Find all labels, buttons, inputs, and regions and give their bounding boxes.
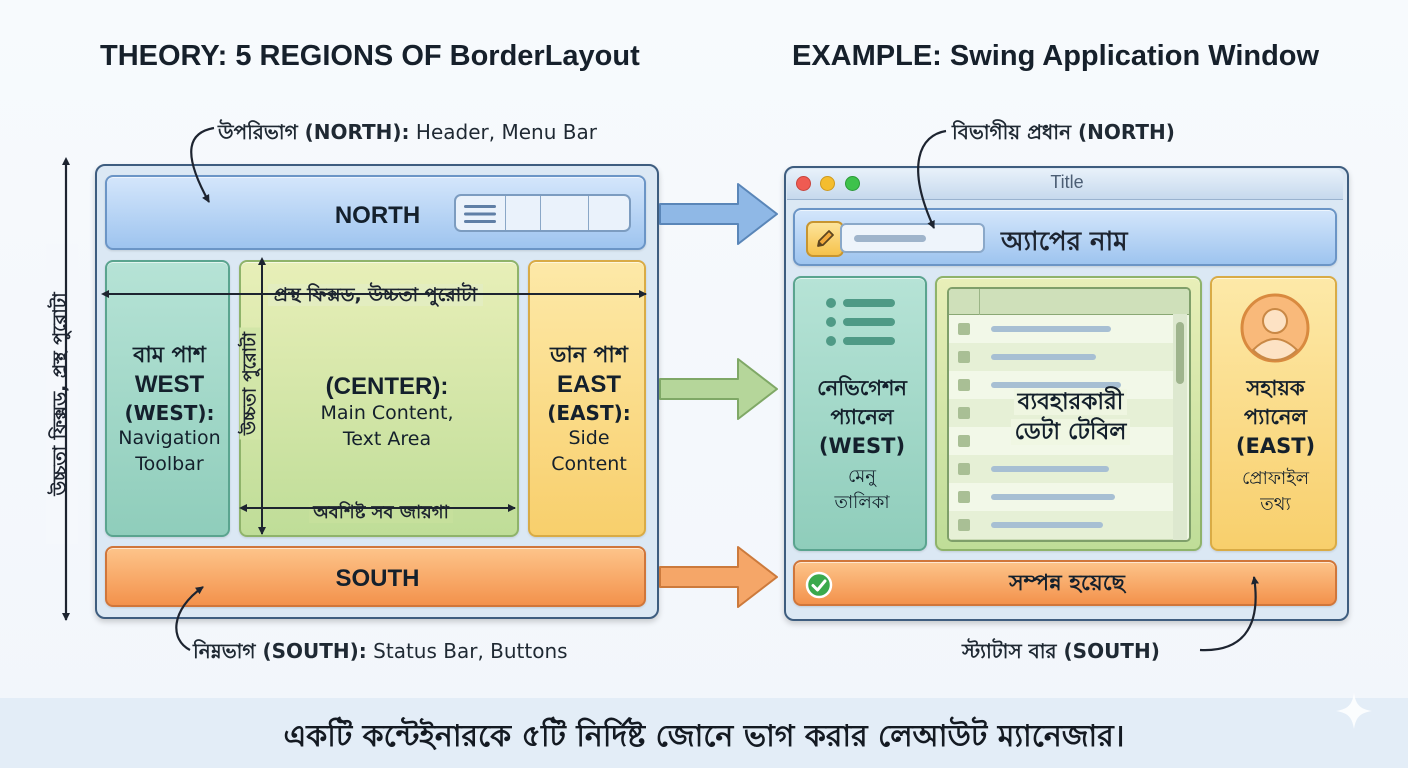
row-placeholder xyxy=(991,494,1115,500)
theory-west-title: WEST xyxy=(134,371,205,398)
example-west-desc1: মেনু xyxy=(847,466,877,487)
row-placeholder xyxy=(991,466,1109,472)
status-text: সম্পন্ন হয়েছে xyxy=(1009,571,1125,596)
theory-height-note: উচ্চতা ফিক্সড, প্রস্থ পুরোটা xyxy=(46,244,78,544)
example-center-line1: ব্যবহারকারী xyxy=(937,388,1204,417)
edit-button[interactable] xyxy=(806,221,844,257)
example-west-desc2: তালিকা xyxy=(834,492,890,513)
theory-west-sub: (WEST): xyxy=(124,401,215,425)
window-title: Title xyxy=(1050,172,1084,192)
example-south-region: সম্পন্ন হয়েছে xyxy=(793,560,1337,606)
example-west-line3: (WEST) xyxy=(818,434,906,458)
north-connector-arrow xyxy=(659,183,778,245)
example-south-callout: স্ট্যাটাস বার (SOUTH) xyxy=(962,639,1160,663)
example-north-region: অ্যাপের নাম xyxy=(793,208,1337,266)
example-east-line2: প্যানেল xyxy=(1243,405,1308,429)
window-title-bar xyxy=(787,169,1343,200)
row-checkbox[interactable] xyxy=(958,323,970,335)
theory-north-region: NORTH xyxy=(105,175,646,250)
footer-text: একটি কন্টেইনারকে ৫টি নির্দিষ্ট জোনে ভাগ … xyxy=(283,719,1125,754)
example-center-region: ব্যবহারকারী ডেটা টেবিল xyxy=(935,276,1202,551)
example-west-line2: প্যানেল xyxy=(830,405,894,429)
table-row[interactable] xyxy=(949,343,1173,372)
row-checkbox[interactable] xyxy=(958,407,970,419)
example-west-region: নেভিগেশন প্যানেল (WEST) মেনু তালিকা xyxy=(793,276,927,551)
south-callout-bold: নিম্নভাগ (SOUTH): xyxy=(193,639,367,663)
example-east-line3: (EAST) xyxy=(1235,434,1316,458)
row-checkbox[interactable] xyxy=(958,519,970,531)
theory-west-desc1: Navigation xyxy=(118,427,221,449)
north-callout-bold: উপরিভাগ (NORTH): xyxy=(218,120,410,144)
theory-center-region: (CENTER): Main Content, Text Area উচ্চতা… xyxy=(239,260,519,537)
table-row[interactable] xyxy=(949,315,1173,344)
table-row[interactable] xyxy=(949,483,1173,512)
list-icon xyxy=(826,298,895,346)
theory-center-title: (CENTER): xyxy=(325,373,449,400)
example-center-line2: ডেটা টেবিল xyxy=(937,418,1204,447)
row-placeholder xyxy=(991,326,1111,332)
theory-north-callout: উপরিভাগ (NORTH): Header, Menu Bar xyxy=(218,118,597,151)
example-east-desc1: প্রোফাইল xyxy=(1241,468,1310,489)
row-placeholder xyxy=(991,354,1096,360)
footer-band xyxy=(0,698,1408,768)
app-name: অ্যাপের নাম xyxy=(1001,227,1128,257)
theory-east-bn: ডান পাশ xyxy=(550,343,628,368)
theory-width-note: প্রস্থ ফিক্সড, উচ্চতা পুরোটা xyxy=(105,281,646,313)
row-checkbox[interactable] xyxy=(958,491,970,503)
theory-south-label: SOUTH xyxy=(335,565,420,592)
maximize-window-button[interactable] xyxy=(845,176,860,191)
theory-south-region: SOUTH xyxy=(105,546,646,607)
example-heading: EXAMPLE: Swing Application Window xyxy=(792,40,1320,72)
theory-east-region: ডান পাশ EAST (EAST): Side Content xyxy=(528,260,646,537)
theory-west-desc2: Toolbar xyxy=(135,453,204,475)
south-connector-arrow xyxy=(659,546,778,608)
theory-east-title: EAST xyxy=(556,371,621,398)
theory-west-bn: বাম পাশ xyxy=(133,343,206,368)
row-checkbox[interactable] xyxy=(958,351,970,363)
table-header xyxy=(949,289,1189,315)
row-placeholder xyxy=(991,522,1103,528)
theory-west-region: বাম পাশ WEST (WEST): Navigation Toolbar xyxy=(105,260,230,537)
theory-east-desc1: Side xyxy=(568,427,610,449)
row-checkbox[interactable] xyxy=(958,463,970,475)
hamburger-menu-icon xyxy=(464,205,496,223)
center-connector-arrow xyxy=(659,358,778,420)
minimize-window-button[interactable] xyxy=(820,176,835,191)
theory-menu-bar xyxy=(454,194,631,232)
theory-center-desc1: Main Content, xyxy=(320,402,454,424)
close-window-button[interactable] xyxy=(796,176,811,191)
row-checkbox[interactable] xyxy=(958,379,970,391)
user-avatar-icon xyxy=(1240,293,1310,363)
theory-heading: THEORY: 5 REGIONS OF BorderLayout xyxy=(100,40,640,72)
theory-east-sub: (EAST): xyxy=(547,401,631,425)
sparkle-icon xyxy=(1336,693,1372,729)
south-callout-rest: Status Bar, Buttons xyxy=(366,639,568,663)
row-placeholder xyxy=(991,382,1121,388)
pencil-icon xyxy=(817,230,834,247)
example-east-desc2: তথ্য xyxy=(1260,494,1291,515)
example-west-line1: নেভিগেশন xyxy=(817,376,907,400)
table-row[interactable] xyxy=(949,455,1173,484)
row-checkbox[interactable] xyxy=(958,435,970,447)
theory-center-desc2: Text Area xyxy=(342,428,432,450)
check-circle-icon xyxy=(805,571,833,599)
example-east-region: সহায়ক প্যানেল (EAST) প্রোফাইল তথ্য xyxy=(1210,276,1337,551)
example-north-callout: বিভাগীয় প্রধান (NORTH) xyxy=(952,120,1175,144)
north-callout-rest: Header, Menu Bar xyxy=(409,120,597,144)
example-east-line1: সহায়ক xyxy=(1246,376,1305,400)
theory-south-callout: নিম্নভাগ (SOUTH): Status Bar, Buttons xyxy=(193,637,568,670)
table-row[interactable] xyxy=(949,511,1173,540)
theory-north-label: NORTH xyxy=(334,202,421,229)
theory-remaining-note: অবশিষ্ট সব জায়গা xyxy=(241,498,521,529)
theory-east-desc2: Content xyxy=(551,453,627,475)
search-input[interactable] xyxy=(840,223,985,253)
table-scrollbar[interactable] xyxy=(1173,314,1187,540)
